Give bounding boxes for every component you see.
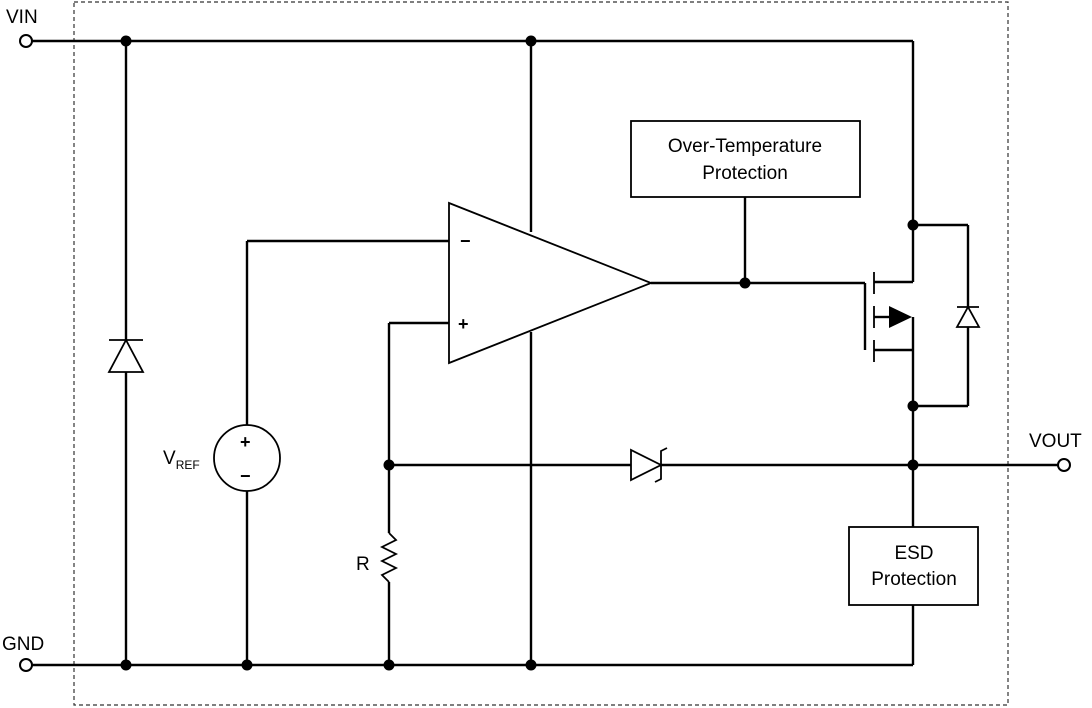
junction-dot <box>383 659 395 671</box>
junction-dots <box>120 35 919 671</box>
vin-label: VIN <box>6 7 38 28</box>
vref-label: VREF <box>163 448 200 472</box>
over-temp-line1: Over-Temperature <box>668 136 822 157</box>
amp-output-wire <box>651 197 865 285</box>
amp-minus-label: − <box>460 231 471 251</box>
vin-rail <box>32 39 915 225</box>
junction-dot <box>525 35 537 47</box>
over-temp-line2: Protection <box>702 163 788 184</box>
junction-dot <box>907 219 919 231</box>
junction-dot <box>525 659 537 671</box>
input-clamp-diode <box>107 41 145 665</box>
error-amplifier: − + <box>448 201 654 365</box>
vout-label: VOUT <box>1029 431 1082 452</box>
ic-boundary <box>73 1 1009 706</box>
junction-dot <box>120 659 132 671</box>
junction-dot <box>120 35 132 47</box>
over-temperature-block: Over-Temperature Protection <box>630 120 861 198</box>
esd-protection-block: ESD Protection <box>848 526 979 606</box>
junction-dot <box>241 659 253 671</box>
esd-line2: Protection <box>871 569 957 590</box>
junction-dot <box>907 459 919 471</box>
vref-plus-sign: + <box>240 432 251 452</box>
vref-minus-sign: − <box>240 466 251 486</box>
amp-plus-label: + <box>458 314 469 334</box>
junction-dot <box>907 400 919 412</box>
junction-dot <box>739 277 751 289</box>
gnd-terminal: GND <box>2 634 44 672</box>
feedback-network: R <box>356 321 449 665</box>
body-diode <box>913 223 981 408</box>
esd-line1: ESD <box>894 543 933 564</box>
pass-mosfet <box>863 225 915 527</box>
vin-terminal: VIN <box>6 7 38 48</box>
junction-dot <box>383 459 395 471</box>
resistor-label: R <box>356 554 370 575</box>
vref-source: + − VREF <box>163 239 449 665</box>
vout-terminal: VOUT <box>1029 431 1082 472</box>
gnd-label: GND <box>2 634 44 655</box>
zener-diode <box>389 447 1058 483</box>
gnd-rail <box>32 605 915 667</box>
